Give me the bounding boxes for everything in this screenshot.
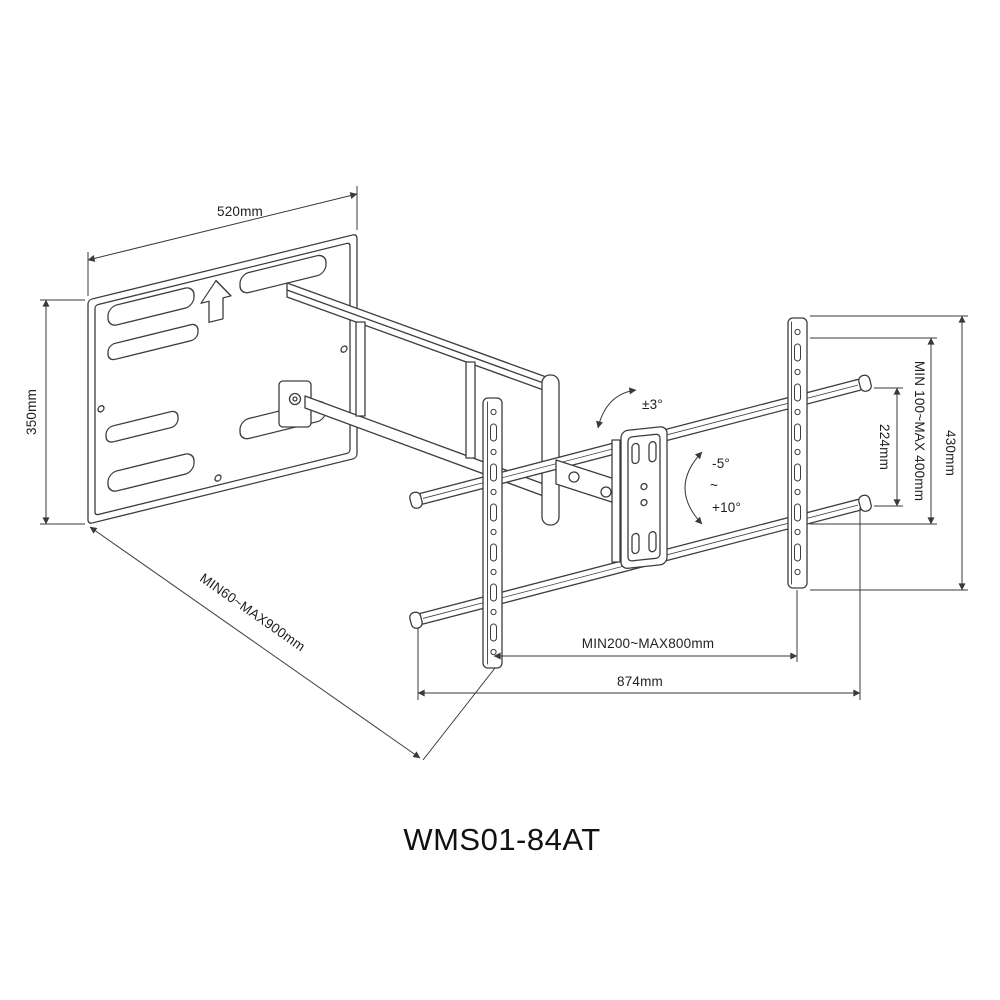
plate-slot (107, 287, 195, 326)
rail-end-cap (858, 494, 872, 512)
dim-label-tilt-separator: ~ (710, 478, 718, 493)
dim-label-crossbar-width: 874mm (617, 674, 663, 689)
dim-label-tilt-up: +10° (712, 500, 741, 515)
plate-hole (340, 345, 348, 353)
arm-strut (465, 361, 476, 459)
vesa-slot (631, 442, 640, 465)
right-tv-bracket (787, 317, 808, 589)
vesa-bracket (620, 426, 668, 569)
vesa-slot (631, 532, 640, 555)
left-tv-bracket (482, 397, 503, 669)
plate-slot (239, 254, 327, 294)
product-model-title: WMS01-84AT (403, 822, 600, 857)
up-arrow-icon (200, 279, 232, 323)
plate-slot (107, 323, 199, 361)
dim-crossbar-width (417, 508, 861, 700)
dim-label-rail-gap: 224mm (877, 424, 892, 470)
plate-slot (105, 410, 179, 443)
arm-strut (355, 321, 366, 417)
rail-end-cap (858, 374, 872, 392)
dim-rail-gap (874, 387, 903, 507)
elbow-post (541, 374, 560, 526)
dim-label-plate-width: 520mm (217, 204, 263, 219)
tilt-bracket (611, 439, 621, 563)
dim-label-swivel: ±3° (642, 397, 663, 412)
dim-label-plate-height: 350mm (24, 389, 39, 435)
vesa-slot (648, 441, 657, 463)
vesa-slot (648, 531, 657, 553)
swivel-arc (596, 387, 637, 429)
dim-plate-height (40, 299, 85, 525)
tilt-arc (684, 451, 703, 525)
plate-hole (97, 405, 105, 413)
plate-hole (214, 474, 222, 482)
dim-vesa-vertical (810, 337, 937, 525)
rail-end-cap (409, 491, 423, 509)
dim-label-tilt-down: -5° (712, 456, 730, 471)
dim-label-bracket-height: 430mm (943, 430, 958, 476)
dim-vesa-horizontal (493, 590, 798, 662)
dim-plate-width (87, 186, 358, 296)
plate-slot (107, 453, 195, 492)
dim-bracket-height (810, 315, 968, 591)
dim-label-vesa-horizontal: MIN200~MAX800mm (582, 636, 714, 651)
dim-arm-extension (89, 526, 496, 761)
dim-label-vesa-vertical: MIN 100~MAX 400mm (912, 361, 927, 501)
